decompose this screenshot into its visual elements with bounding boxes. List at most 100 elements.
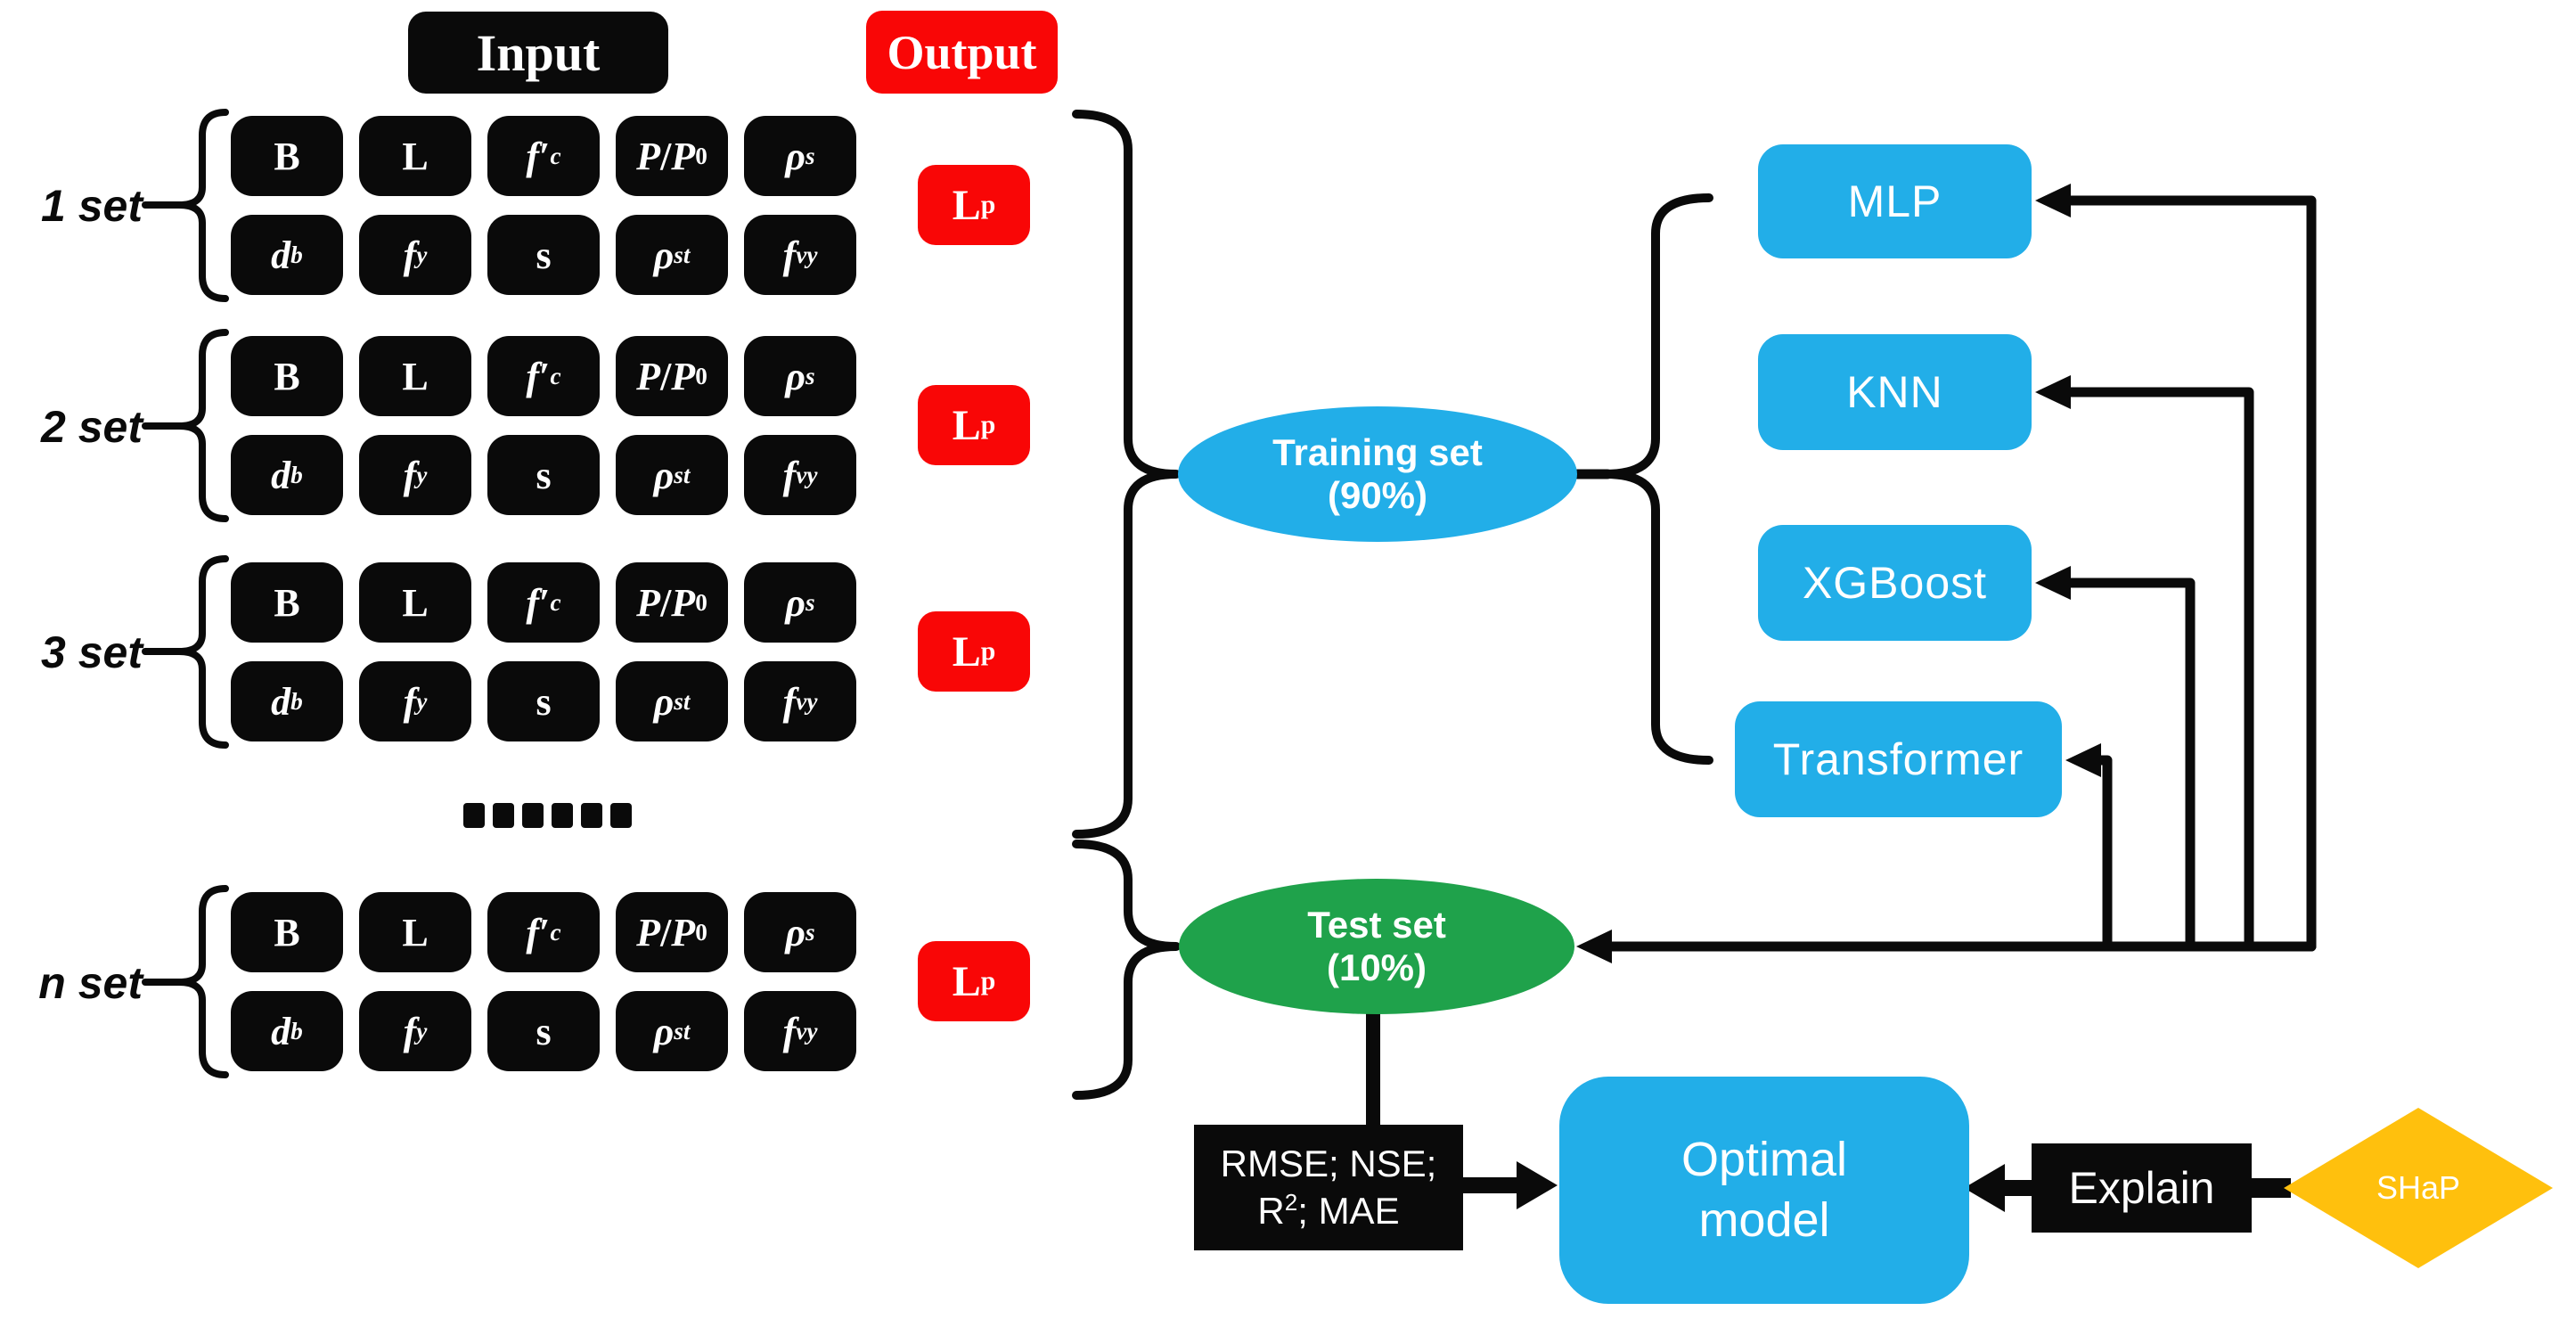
input-chip-s: s	[487, 991, 600, 1071]
input-chip-B: B	[231, 892, 343, 972]
set2-brace	[176, 329, 229, 522]
input-chip-s: s	[487, 435, 600, 515]
set1-brace	[176, 109, 229, 302]
mlp-feedback-line	[2064, 195, 2317, 952]
optimal-line2: model	[1698, 1192, 1830, 1247]
output-header: Output	[866, 11, 1058, 94]
set1-label: 1 set	[41, 181, 143, 231]
input-chip-B: B	[231, 562, 343, 643]
input-chip-L: L	[359, 892, 471, 972]
input-chip-fc: f′c	[487, 562, 600, 643]
ellipsis-dot	[610, 803, 632, 828]
ellipsis-dot	[463, 803, 485, 828]
explain-arrow-shaft	[2001, 1180, 2033, 1196]
knn-feedback-line	[2064, 387, 2254, 952]
models-brace	[1601, 193, 1713, 765]
shap-connector	[2250, 1178, 2291, 1198]
training-set-node: Training set (90%)	[1178, 406, 1577, 542]
training-set-pct: (90%)	[1327, 474, 1428, 516]
ellipsis-dot	[522, 803, 544, 828]
evaluation-line1: RMSE; NSE;	[1220, 1143, 1437, 1184]
shap-diamond	[2284, 1108, 2553, 1268]
training-brace	[1072, 110, 1181, 839]
input-chip-fc: f′c	[487, 116, 600, 196]
explain-node: Explain	[2032, 1143, 2252, 1233]
model-node-mlp: MLP	[1758, 144, 2032, 258]
model-node-knn: KNN	[1758, 334, 2032, 450]
mlp-arrowhead	[2035, 184, 2071, 217]
rmse-arrow-shaft	[1463, 1177, 1518, 1193]
model-node-xgboost: XGBoost	[1758, 525, 2032, 641]
transformer-feedback-line	[2094, 755, 2113, 952]
xgboost-arrowhead	[2035, 566, 2071, 600]
explain-arrowhead	[1964, 1164, 2005, 1212]
evaluation-metrics-box: RMSE; NSE; R2; MAE	[1194, 1125, 1463, 1250]
input-chip-s: s	[487, 215, 600, 295]
test-set-pct: (10%)	[1326, 946, 1427, 988]
rmse-arrowhead	[1517, 1161, 1558, 1209]
test-arrowhead	[1576, 930, 1612, 963]
training-set-title: Training set	[1272, 430, 1483, 473]
input-chip-B: B	[231, 336, 343, 416]
optimal-line1: Optimal	[1681, 1133, 1848, 1186]
ellipsis-dot	[552, 803, 573, 828]
input-chip-B: B	[231, 116, 343, 196]
set3-label: 3 set	[41, 627, 143, 677]
input-chip-L: L	[359, 116, 471, 196]
xgboost-feedback-line	[2064, 578, 2196, 952]
evaluation-line2: R2; MAE	[1257, 1188, 1400, 1232]
knn-arrowhead	[2035, 375, 2071, 409]
input-chip-fc: f′c	[487, 336, 600, 416]
setn-brace	[176, 885, 229, 1078]
set2-label: 2 set	[41, 402, 143, 452]
optimal-model-node: Optimal model	[1559, 1077, 1969, 1304]
ellipsis	[463, 803, 632, 828]
input-chip-L: L	[359, 336, 471, 416]
setn-label: n set	[38, 958, 143, 1008]
shap-label: SHaP	[2376, 1169, 2461, 1206]
set3-brace	[176, 555, 229, 749]
test-brace	[1072, 840, 1181, 1100]
test-set-node: Test set (10%)	[1179, 879, 1574, 1014]
transformer-arrowhead	[2065, 743, 2101, 777]
model-node-transformer: Transformer	[1735, 701, 2062, 817]
input-header: Input	[408, 12, 668, 94]
input-chip-s: s	[487, 661, 600, 741]
input-chip-L: L	[359, 562, 471, 643]
test-set-title: Test set	[1307, 903, 1446, 946]
ellipsis-dot	[493, 803, 514, 828]
ellipsis-dot	[581, 803, 602, 828]
